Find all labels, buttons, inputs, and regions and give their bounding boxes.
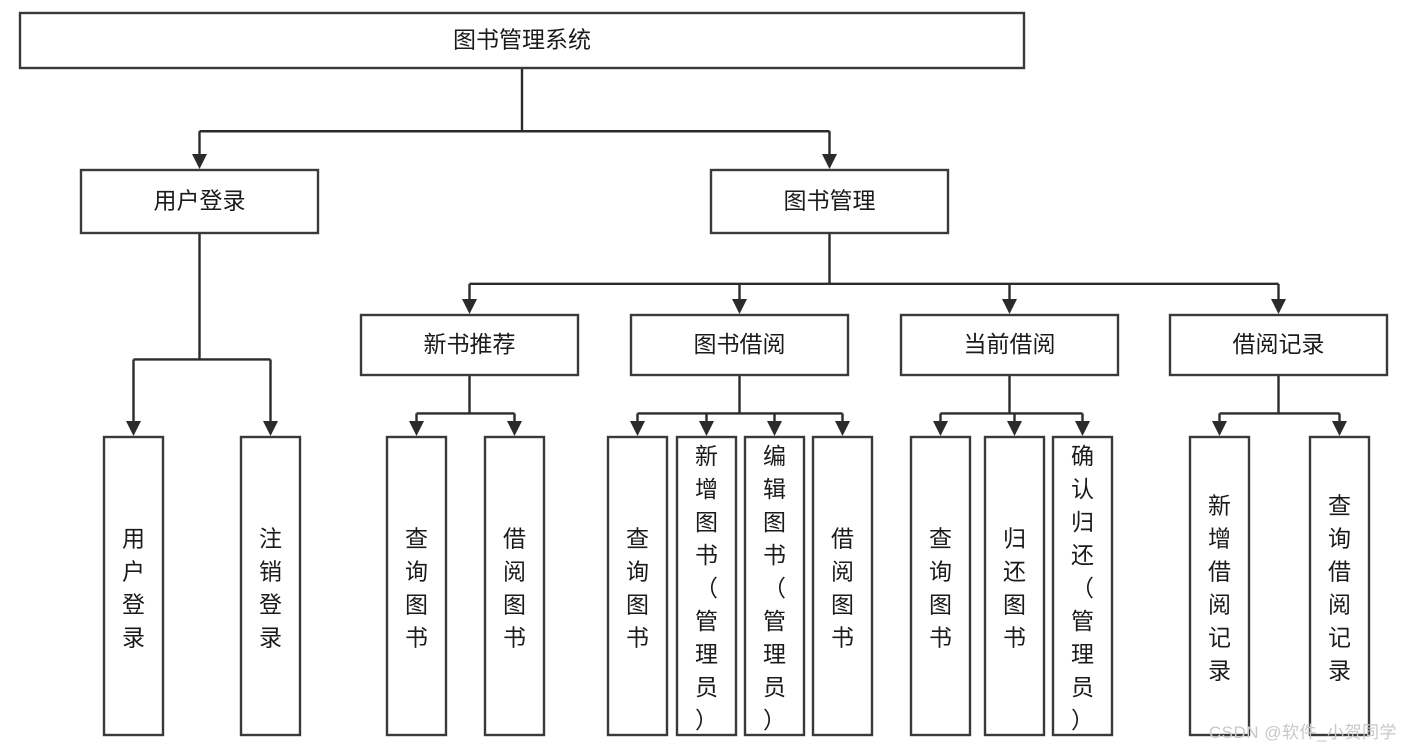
arrow-head-icon xyxy=(1002,299,1017,314)
node-box xyxy=(709,168,950,235)
edge-group-book-borrow xyxy=(630,375,850,436)
node-leaf-nbr-borrow[interactable]: 借阅图书 xyxy=(483,435,546,737)
node-leaf-user-login[interactable]: 用户登录 xyxy=(102,435,165,737)
node-box xyxy=(743,435,806,737)
edge-group-book-manage xyxy=(462,233,1286,314)
node-leaf-nbr-query[interactable]: 查询图书 xyxy=(385,435,448,737)
arrow-head-icon xyxy=(699,421,714,436)
connector-layer xyxy=(126,68,1347,436)
arrow-head-icon xyxy=(822,154,837,169)
node-label-vertical: 注销登录 xyxy=(259,525,282,650)
node-leaf-bb-edit[interactable]: 编辑图书（管理员） xyxy=(743,435,806,737)
node-label: 图书管理 xyxy=(784,188,876,214)
node-leaf-cb-return[interactable]: 归还图书 xyxy=(983,435,1046,737)
node-label-vertical: 借阅图书 xyxy=(831,525,854,650)
node-box xyxy=(1051,435,1114,737)
edge-group-borrow-record xyxy=(1212,375,1347,436)
node-leaf-cb-confirm[interactable]: 确认归还（管理员） xyxy=(1051,435,1114,737)
node-box xyxy=(79,168,320,235)
node-label-vertical: 用户登录 xyxy=(122,525,145,650)
node-leaf-br-add[interactable]: 新增借阅记录 xyxy=(1188,435,1251,737)
node-leaf-bb-query[interactable]: 查询图书 xyxy=(606,435,669,737)
node-box xyxy=(606,435,669,737)
node-leaf-bb-borrow[interactable]: 借阅图书 xyxy=(811,435,874,737)
node-root[interactable]: 图书管理系统 xyxy=(18,11,1026,70)
node-borrow-record[interactable]: 借阅记录 xyxy=(1168,313,1389,377)
node-current-borrow[interactable]: 当前借阅 xyxy=(899,313,1120,377)
node-leaf-cb-query[interactable]: 查询图书 xyxy=(909,435,972,737)
node-label: 图书管理系统 xyxy=(453,27,591,53)
edge-group-current-borrow xyxy=(933,375,1090,436)
node-label: 借阅记录 xyxy=(1233,331,1325,357)
node-label-vertical: 归还图书 xyxy=(1003,525,1026,650)
arrow-head-icon xyxy=(507,421,522,436)
arrow-head-icon xyxy=(1075,421,1090,436)
arrow-head-icon xyxy=(1007,421,1022,436)
node-box xyxy=(1168,313,1389,377)
node-box xyxy=(629,313,850,377)
arrow-head-icon xyxy=(732,299,747,314)
arrow-head-icon xyxy=(630,421,645,436)
node-label: 图书借阅 xyxy=(694,331,786,357)
node-label-vertical: 确认归还（管理员） xyxy=(1071,443,1094,733)
node-label-vertical: 新增图书（管理员） xyxy=(695,443,718,733)
edge-group-new-book-recommend xyxy=(409,375,522,436)
node-box xyxy=(1188,435,1251,737)
node-box xyxy=(811,435,874,737)
node-box xyxy=(675,435,738,737)
arrow-head-icon xyxy=(1271,299,1286,314)
node-label-vertical: 查询借阅记录 xyxy=(1328,492,1351,683)
arrow-head-icon xyxy=(462,299,477,314)
node-box xyxy=(909,435,972,737)
node-leaf-bb-add[interactable]: 新增图书（管理员） xyxy=(675,435,738,737)
node-label-vertical: 查询图书 xyxy=(929,525,952,650)
node-book-manage[interactable]: 图书管理 xyxy=(709,168,950,235)
node-label-vertical: 查询图书 xyxy=(405,525,428,650)
edge-group-user-login xyxy=(126,233,278,436)
node-layer: 图书管理系统用户登录图书管理新书推荐图书借阅当前借阅借阅记录用户登录注销登录查询… xyxy=(18,11,1389,737)
node-book-borrow[interactable]: 图书借阅 xyxy=(629,313,850,377)
arrow-head-icon xyxy=(933,421,948,436)
node-box xyxy=(385,435,448,737)
arrow-head-icon xyxy=(409,421,424,436)
node-label-vertical: 查询图书 xyxy=(626,525,649,650)
node-new-book-recommend[interactable]: 新书推荐 xyxy=(359,313,580,377)
node-label: 用户登录 xyxy=(154,188,246,214)
edge-group-root xyxy=(192,68,837,169)
arrow-head-icon xyxy=(263,421,278,436)
arrow-head-icon xyxy=(126,421,141,436)
node-box xyxy=(483,435,546,737)
arrow-head-icon xyxy=(835,421,850,436)
node-box xyxy=(359,313,580,377)
arrow-head-icon xyxy=(192,154,207,169)
node-leaf-br-query[interactable]: 查询借阅记录 xyxy=(1308,435,1371,737)
node-box xyxy=(18,11,1026,70)
node-label: 新书推荐 xyxy=(424,331,516,357)
node-label-vertical: 借阅图书 xyxy=(503,525,526,650)
arrow-head-icon xyxy=(767,421,782,436)
node-user-login[interactable]: 用户登录 xyxy=(79,168,320,235)
node-box xyxy=(102,435,165,737)
arrow-head-icon xyxy=(1212,421,1227,436)
node-box xyxy=(1308,435,1371,737)
node-leaf-logout[interactable]: 注销登录 xyxy=(239,435,302,737)
node-box xyxy=(239,435,302,737)
node-box xyxy=(899,313,1120,377)
arrow-head-icon xyxy=(1332,421,1347,436)
node-box xyxy=(983,435,1046,737)
node-label-vertical: 新增借阅记录 xyxy=(1208,492,1231,683)
node-label-vertical: 编辑图书（管理员） xyxy=(763,443,786,733)
node-label: 当前借阅 xyxy=(964,331,1056,357)
